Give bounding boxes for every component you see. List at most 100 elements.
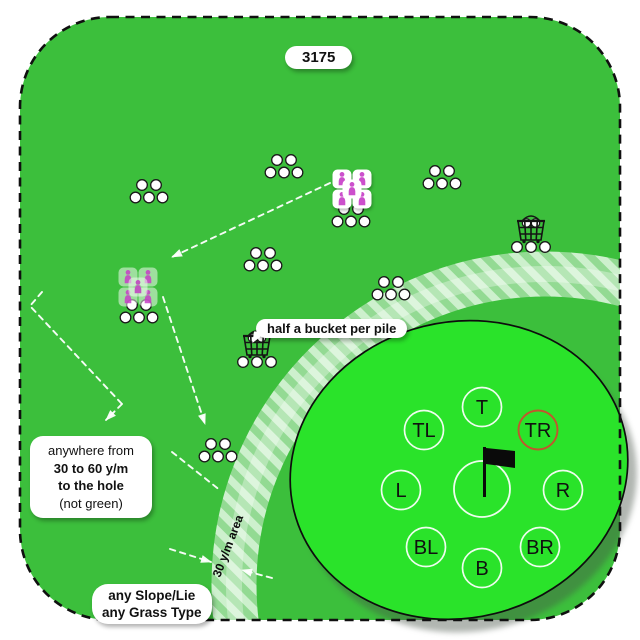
arrowhead-icon (198, 413, 206, 425)
ball-pile (198, 438, 238, 463)
ball-row (237, 356, 277, 368)
zone-note-line: 30 to 60 y/m (53, 460, 129, 476)
ball-pile (371, 276, 411, 301)
green-position-circle-B (461, 547, 503, 589)
movement-path (105, 403, 123, 421)
golf-ball (358, 215, 371, 228)
ball-bucket-icon (517, 215, 545, 244)
golf-ball (143, 191, 155, 204)
band-core (226, 266, 620, 620)
zone-note-line: (not green) (59, 495, 123, 511)
zone-note-line: to the hole (58, 478, 124, 493)
movement-path (171, 451, 222, 492)
green-position-circle-TL (403, 409, 445, 451)
flag-icon (483, 447, 515, 497)
green-inset (289, 319, 629, 621)
green-position-circle-BR (519, 526, 561, 568)
thirty-yard-band (211, 251, 620, 620)
golf-ball (270, 259, 283, 272)
zone-note-box: anywhere from 30 to 60 y/m to the hole (… (30, 436, 152, 518)
conditions-pill: any Slope/Lie any Grass Type (92, 584, 212, 624)
golf-ball (291, 166, 304, 179)
golf-ball (265, 356, 277, 368)
golf-ball (539, 241, 551, 253)
golf-ball (371, 288, 384, 301)
arrowhead-icon (200, 555, 212, 563)
movement-path (28, 291, 123, 405)
golf-ball (378, 276, 390, 288)
drill-code-pill: 3175 (285, 46, 353, 69)
golf-ball (119, 311, 132, 324)
golf-ball (219, 438, 231, 450)
ball-pile (422, 165, 462, 190)
golf-ball (146, 311, 159, 324)
golf-ball (345, 215, 357, 228)
player-tile-icon (342, 179, 362, 199)
golf-ball (129, 191, 142, 204)
band-arc (211, 251, 620, 620)
movement-path (171, 182, 331, 258)
green-position-label-T: T (476, 397, 488, 419)
golf-ball (198, 450, 211, 463)
conditions-line: any Grass Type (102, 605, 202, 620)
golf-ball (278, 166, 290, 179)
green-position-label-TR: TR (525, 420, 552, 442)
green-position-label-B: B (475, 558, 488, 580)
golf-ball (443, 165, 455, 177)
golf-ball (225, 450, 238, 463)
zone-note-line: anywhere from (48, 443, 134, 458)
golf-ball (212, 450, 224, 463)
diagram-elements: T TL TR L R BL BR B (28, 154, 584, 589)
golf-ball (511, 241, 523, 253)
golf-ball (422, 177, 435, 190)
movement-path (162, 296, 206, 425)
green-position-circle-T (461, 386, 503, 428)
golf-ball (264, 166, 277, 179)
golf-ball (398, 288, 411, 301)
green-position-circle-L (380, 469, 422, 511)
green-position-label-BR: BR (526, 537, 554, 559)
golf-ball (250, 247, 262, 259)
golf-ball (449, 177, 462, 190)
golf-ball (331, 215, 344, 228)
golf-ball (285, 154, 297, 166)
arrowhead-icon (171, 249, 183, 258)
bucket-note-pill: half a bucket per pile (256, 319, 408, 338)
conditions-line: any Slope/Lie (108, 588, 196, 603)
arrowhead-icon (241, 568, 253, 577)
golf-ball (271, 154, 283, 166)
golf-ball (525, 241, 537, 253)
golf-ball (136, 179, 148, 191)
ball-pile (129, 179, 169, 204)
player-tiles-cluster (118, 267, 158, 307)
golf-ball (237, 356, 249, 368)
green-position-label-BL: BL (414, 537, 438, 559)
golf-ball (264, 247, 276, 259)
golf-ball (133, 311, 145, 324)
golf-ball (392, 276, 404, 288)
player-tile-icon (128, 277, 148, 297)
golf-ball (436, 177, 448, 190)
ball-row (511, 241, 551, 253)
arrowhead-icon (105, 410, 116, 421)
hole-circle (453, 460, 511, 518)
golf-ball (251, 356, 263, 368)
green-position-label-L: L (395, 480, 406, 502)
ball-pile (264, 154, 304, 179)
golf-ball (150, 179, 162, 191)
green-position-label-TL: TL (412, 420, 435, 442)
golf-ball (385, 288, 397, 301)
field-dashed-border (18, 15, 622, 622)
golf-ball (205, 438, 217, 450)
golf-ball (429, 165, 441, 177)
golf-ball (257, 259, 269, 272)
player-tiles-cluster (332, 169, 372, 209)
ball-pile (243, 247, 283, 272)
golf-ball (243, 259, 256, 272)
bucket-note-text: half a bucket per pile (267, 321, 397, 336)
green-position-label-R: R (556, 480, 570, 502)
green-position-circle-R (542, 469, 584, 511)
golf-ball (156, 191, 169, 204)
